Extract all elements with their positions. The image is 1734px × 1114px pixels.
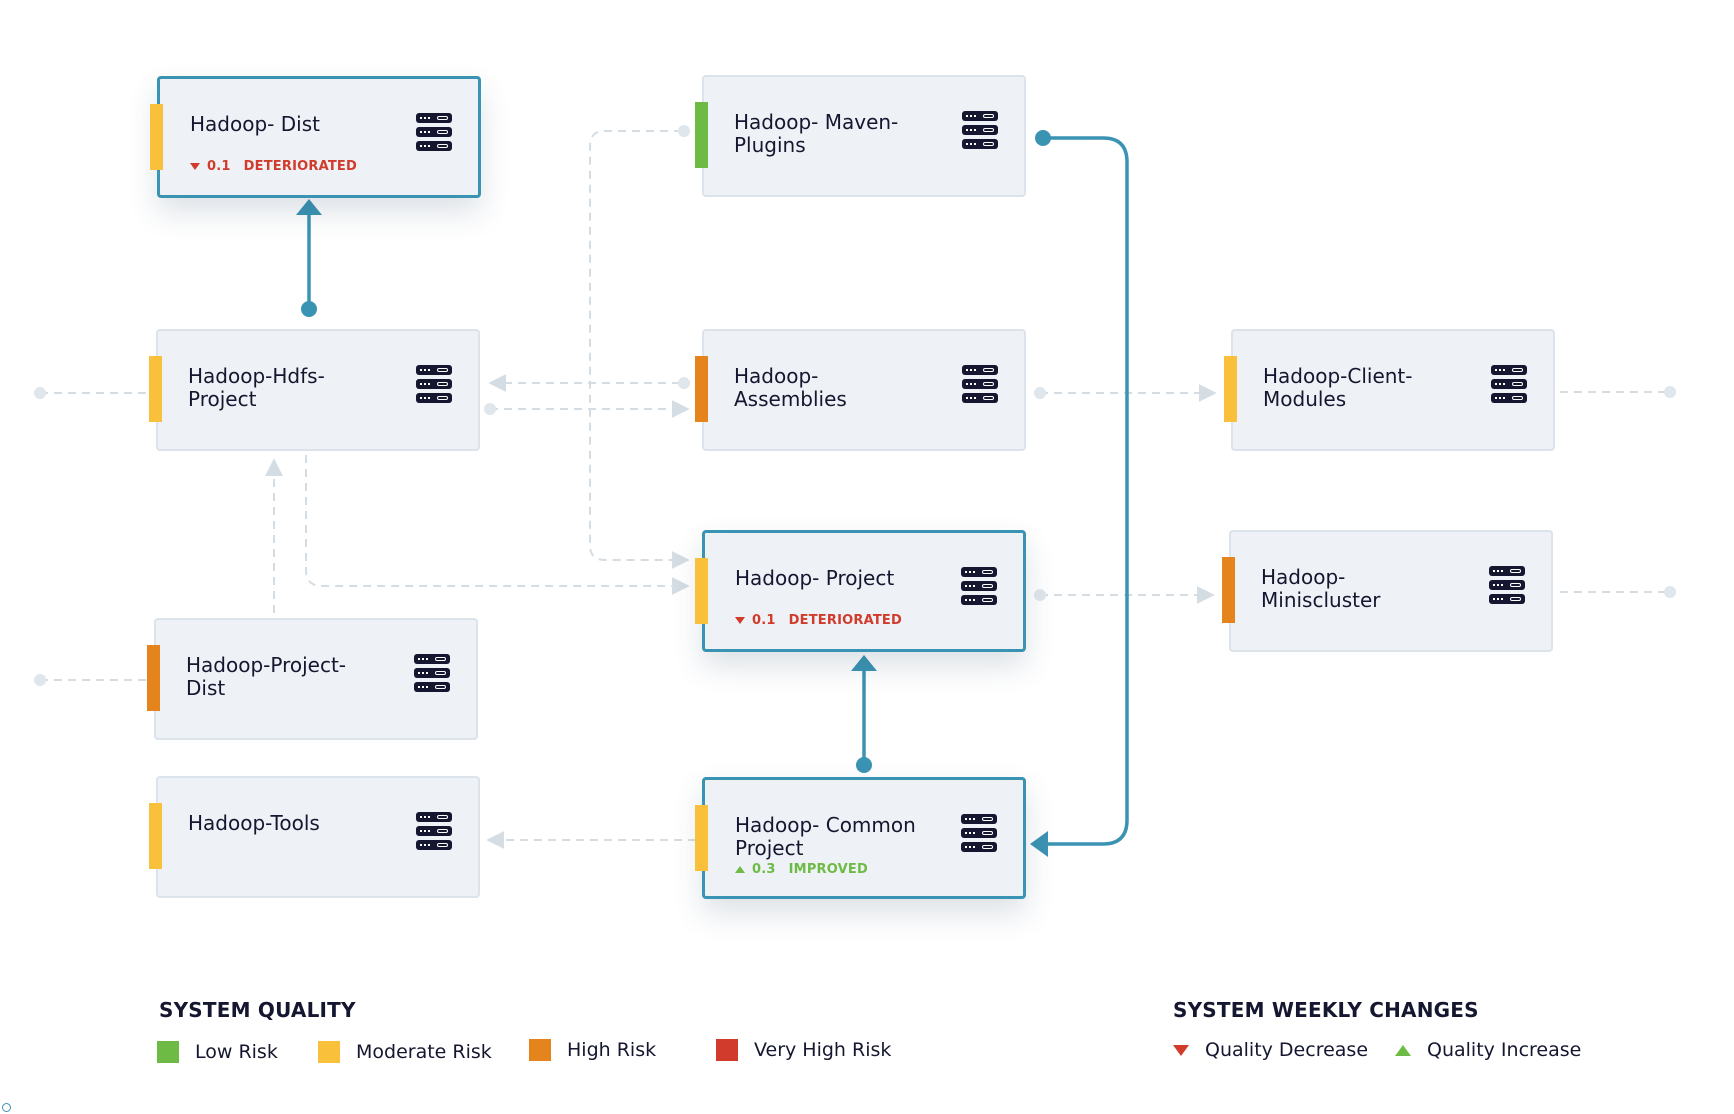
server-stack-icon [1489,566,1525,604]
legend-label: Quality Decrease [1205,1039,1369,1061]
legend-label: Quality Increase [1427,1039,1582,1061]
decrease-triangle-icon [735,617,745,624]
legend-low-risk: Low Risk [157,1041,278,1063]
low-risk-swatch [157,1041,179,1063]
node-name: Hadoop- Project [735,566,895,590]
node-name: Hadoop- Maven- Plugins [734,110,899,157]
corner-circle-icon [2,1103,11,1112]
node-hadoop-dist[interactable]: Hadoop- Dist 0.1 DETERIORATED [150,76,481,198]
risk-indicator [1224,356,1237,422]
node-hadoop-minicluster[interactable]: Hadoop- Miniscluster [1222,530,1553,652]
legend-very-high-risk: Very High Risk [716,1039,891,1061]
arrowhead-focus [1030,831,1048,857]
link-dot [34,674,46,686]
node-name: Hadoop- Dist [190,112,320,136]
server-stack-icon [416,365,452,403]
node-name: Hadoop- Common Project [735,813,916,860]
moderate-risk-swatch [318,1041,340,1063]
legend-label: Low Risk [195,1041,278,1063]
server-stack-icon [962,365,998,403]
server-stack-icon [416,113,452,151]
node-name: Hadoop-Hdfs- Project [188,364,325,411]
decrease-triangle-icon [190,163,200,170]
node-hadoop-maven-plugins[interactable]: Hadoop- Maven- Plugins [695,75,1026,197]
node-hadoop-assemblies[interactable]: Hadoop- Assemblies [695,329,1026,451]
node-name: Hadoop-Tools [188,811,320,835]
change-label: DETERIORATED [788,613,902,628]
server-stack-icon [1491,365,1527,403]
legend-high-risk: High Risk [529,1039,656,1061]
change-value: 0.3 [752,862,776,877]
very-high-risk-swatch [716,1039,738,1061]
link-dot [1664,586,1676,598]
node-name: Hadoop- Miniscluster [1261,565,1381,612]
link-dot [484,403,496,415]
decrease-triangle-icon [1173,1044,1189,1056]
link-dot-focus [1035,130,1051,146]
link-dot [1034,387,1046,399]
weekly-changes-title: SYSTEM WEEKLY CHANGES [1173,998,1479,1022]
risk-indicator [695,102,708,168]
risk-indicator [695,558,708,624]
server-stack-icon [961,567,997,605]
change-label: IMPROVED [788,862,868,877]
node-hadoop-hdfs-project[interactable]: Hadoop-Hdfs- Project [149,329,480,451]
node-name: Hadoop-Client- Modules [1263,364,1413,411]
risk-indicator [149,356,162,422]
legend-label: Very High Risk [754,1039,892,1061]
node-hadoop-project[interactable]: Hadoop- Project 0.1 DETERIORATED [695,530,1026,652]
server-stack-icon [962,111,998,149]
node-name: Hadoop-Project- Dist [186,653,347,700]
server-stack-icon [416,812,452,850]
legend-label: Moderate Risk [356,1041,492,1063]
arrowhead-focus [296,199,322,215]
risk-indicator [695,805,708,871]
node-name: Hadoop- Assemblies [734,364,847,411]
risk-indicator [695,356,708,422]
quality-change: 0.1 DETERIORATED [735,613,902,628]
node-hadoop-common-project[interactable]: Hadoop- Common Project 0.3 IMPROVED [695,777,1026,899]
quality-change: 0.3 IMPROVED [735,862,868,877]
arrowhead-focus [851,655,877,671]
increase-triangle-icon [1395,1044,1411,1056]
server-stack-icon [414,654,450,692]
legend-moderate-risk: Moderate Risk [318,1041,492,1063]
risk-indicator [150,104,163,170]
link-dot-focus [856,757,872,773]
risk-indicator [149,803,162,869]
link-maven-to-project [589,130,690,569]
legend-label: High Risk [567,1039,657,1061]
change-label: DETERIORATED [243,159,357,174]
link-dot [1664,386,1676,398]
risk-indicator [1222,557,1235,623]
link-maven-to-common [1043,136,1129,846]
link-dot [678,125,690,137]
node-hadoop-client-modules[interactable]: Hadoop-Client- Modules [1224,329,1555,451]
node-hadoop-tools[interactable]: Hadoop-Tools [149,776,480,898]
risk-indicator [147,645,160,711]
increase-triangle-icon [735,866,745,873]
link-dot-focus [301,301,317,317]
link-dot [34,387,46,399]
link-dot [678,377,690,389]
system-quality-title: SYSTEM QUALITY [159,998,356,1022]
change-value: 0.1 [207,159,231,174]
link-hdfs-to-project [305,455,690,595]
legend-quality-increase: Quality Increase [1395,1039,1581,1061]
quality-change: 0.1 DETERIORATED [190,159,357,174]
node-hadoop-project-dist[interactable]: Hadoop-Project- Dist [147,618,478,740]
high-risk-swatch [529,1039,551,1061]
link-dot [1034,589,1046,601]
change-value: 0.1 [752,613,776,628]
legend-quality-decrease: Quality Decrease [1173,1039,1368,1061]
server-stack-icon [961,814,997,852]
